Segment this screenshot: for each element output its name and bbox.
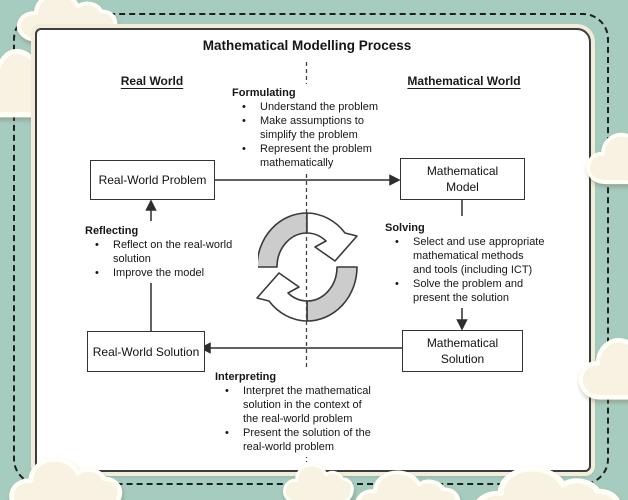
block-interpreting: Interpreting Interpret the mathematical …: [210, 368, 388, 457]
cloud-icon: [352, 464, 462, 500]
box-real-world-problem: Real-World Problem: [90, 160, 215, 200]
cloud-icon: [586, 132, 628, 185]
block-heading: Solving: [385, 222, 425, 234]
bullet-item: Make assumptions to simplify the problem: [232, 114, 399, 142]
diagram-panel: Mathematical Modelling Process Real Worl…: [35, 28, 591, 472]
block-heading: Formulating: [232, 87, 296, 99]
page-title: Mathematical Modelling Process: [202, 38, 412, 53]
bullet-item: Improve the model: [85, 266, 258, 280]
cycle-arrows-icon: [256, 212, 358, 322]
block-solving: Solving Select and use appropriate mathe…: [380, 219, 558, 308]
block-formulating: Formulating Understand the problem Make …: [227, 84, 399, 173]
block-heading: Reflecting: [85, 225, 139, 237]
box-mathematical-solution: Mathematical Solution: [402, 330, 523, 372]
arrow-into-rw-problem: [145, 199, 157, 221]
column-header-real-world: Real World: [120, 74, 184, 88]
bullet-item: Understand the problem: [232, 100, 399, 114]
arrow-solution-to-rw-solution: [199, 342, 402, 354]
column-header-mathematical-world: Mathematical World: [407, 74, 521, 88]
arrow-problem-to-model: [215, 174, 401, 186]
block-heading: Interpreting: [215, 371, 277, 383]
cloud-icon: [282, 463, 354, 500]
bullet-item: Solve the problem and present the soluti…: [385, 277, 558, 305]
box-mathematical-model: Mathematical Model: [400, 158, 525, 200]
cloud-icon: [6, 450, 124, 500]
cloud-icon: [468, 458, 624, 500]
block-reflecting: Reflecting Reflect on the real-world sol…: [80, 222, 258, 283]
bullet-item: Represent the problem mathematically: [232, 142, 399, 170]
bullet-item: Present the solution of the real-world p…: [215, 426, 388, 454]
box-real-world-solution: Real-World Solution: [87, 331, 205, 372]
bullet-item: Interpret the mathematical solution in t…: [215, 384, 388, 426]
cloud-icon: [576, 330, 628, 402]
bullet-item: Reflect on the real-world solution: [85, 238, 258, 266]
bullet-item: Select and use appropriate mathematical …: [385, 235, 558, 277]
